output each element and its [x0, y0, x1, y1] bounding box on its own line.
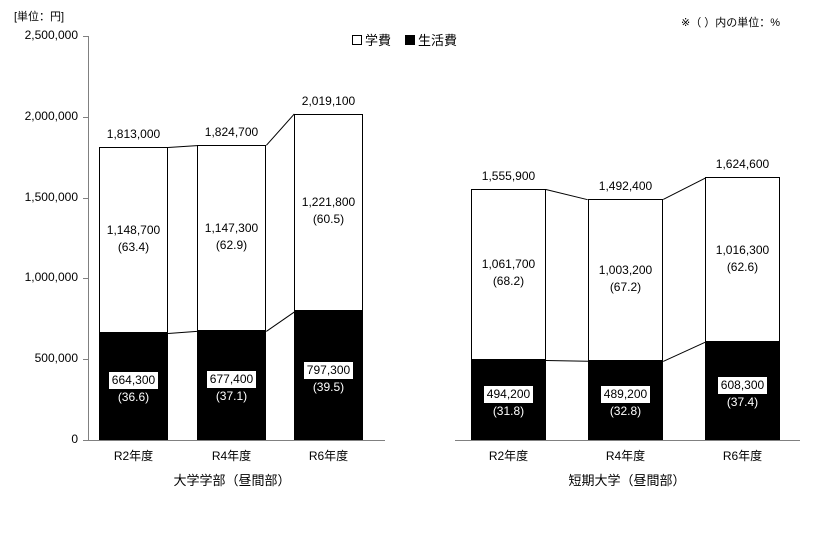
bar-label-living-percent: (37.4): [726, 394, 759, 409]
bar-label-living-percent: (39.5): [312, 379, 345, 394]
bar-label-tuition-percent: (67.2): [609, 279, 642, 294]
bar-label-living: 677,400(37.1): [177, 371, 287, 405]
x-axis-category-label: R2年度: [113, 449, 154, 463]
bar-label-tuition: 1,061,700 (68.2): [454, 256, 564, 290]
bar-label-tuition-percent: (63.4): [117, 239, 150, 254]
legend-swatch-hollow-icon: [352, 34, 362, 45]
bar-label-living: 608,300(37.4): [688, 376, 798, 411]
bar-label-tuition: 1,147,300 (62.9): [177, 220, 287, 254]
x-axis-line-left: [88, 440, 385, 441]
connector-line-boundary: [663, 341, 706, 362]
bar-label-tuition-value: 1,221,800: [301, 195, 356, 210]
y-axis-tick: [83, 359, 88, 361]
bar-label-living: 664,300(36.6): [79, 372, 189, 406]
bar-label-tuition-value: 1,003,200: [598, 262, 653, 277]
legend-label-tuition: 学費: [365, 33, 392, 48]
chart-panel-title: 短期大学（昼間部）: [568, 473, 686, 488]
y-axis-tick: [83, 197, 88, 199]
bar-segment-living[interactable]: [588, 360, 663, 440]
connector-line-boundary: [266, 311, 295, 332]
bar-label-tuition-value: 1,147,300: [204, 220, 259, 235]
bar-label-tuition-value: 1,148,700: [106, 222, 161, 237]
connector-line-boundary: [168, 330, 198, 334]
bar-total-label: 2,019,100: [301, 93, 356, 108]
bar-total-label: 1,492,400: [598, 178, 653, 193]
bar-label-tuition-percent: (60.5): [312, 212, 345, 227]
y-axis-tick: [83, 278, 88, 280]
x-axis-category-label: R4年度: [211, 449, 252, 463]
bar-label-living-value: 664,300: [108, 372, 159, 390]
y-axis-tick-label: 1,000,000: [24, 270, 78, 285]
percent-unit-note: ※（ ）内の単位：%: [681, 17, 781, 29]
bar-label-tuition-percent: (68.2): [492, 274, 525, 289]
bar-label-living: 489,200(32.8): [571, 386, 681, 420]
bar-label-tuition-value: 1,061,700: [481, 257, 536, 272]
bar-label-tuition: 1,003,200 (67.2): [571, 262, 681, 296]
y-axis-tick-label: 2,500,000: [24, 28, 78, 42]
bar-label-tuition-value: 1,016,300: [715, 242, 770, 257]
bar-label-tuition: 1,148,700 (63.4): [79, 222, 189, 256]
bar-label-tuition-percent: (62.9): [215, 237, 248, 252]
x-axis-category-label: R4年度: [605, 449, 646, 463]
x-axis-category-label: R6年度: [722, 449, 763, 463]
connector-line-boundary: [545, 360, 588, 362]
bar-label-living-percent: (37.1): [215, 389, 248, 404]
bar-segment-tuition[interactable]: [99, 147, 168, 333]
bar-total-label: 1,824,700: [204, 125, 259, 140]
chart-panel-title: 大学学部（昼間部）: [173, 473, 291, 488]
bar-segment-tuition[interactable]: [705, 177, 780, 342]
x-axis-category-label: R6年度: [308, 449, 349, 463]
legend-swatch-filled-icon: [405, 34, 416, 45]
bar-label-living-value: 608,300: [717, 376, 768, 394]
y-axis-tick-label: 500,000: [34, 351, 78, 366]
x-axis-line-right: [455, 440, 800, 441]
y-axis-tick: [83, 116, 88, 118]
bar-label-living-value: 677,400: [206, 371, 257, 389]
bar-total-label: 1,624,600: [715, 157, 770, 172]
legend-item-tuition: 学費: [352, 30, 391, 49]
y-axis-tick-label: 2,000,000: [24, 108, 78, 123]
bar-segment-tuition[interactable]: [294, 113, 363, 312]
y-axis-tick-label: 1,500,000: [24, 189, 78, 204]
y-axis-tick: [83, 440, 88, 441]
unit-label: [単位：円]: [14, 11, 65, 23]
bar-segment-tuition[interactable]: [197, 145, 266, 331]
legend-label-living: 生活費: [418, 33, 458, 48]
bar-segment-tuition[interactable]: [471, 188, 546, 361]
bar-label-living-percent: (32.8): [609, 404, 642, 419]
bar-label-tuition: 1,221,800 (60.5): [274, 194, 384, 228]
bar-label-tuition-percent: (62.6): [726, 259, 759, 274]
bar-label-living-percent: (36.6): [117, 390, 150, 405]
bar-segment-tuition[interactable]: [588, 198, 663, 361]
bar-total-label: 1,813,000: [106, 127, 161, 142]
y-axis-line: [88, 36, 89, 440]
legend-item-living: 生活費: [405, 30, 457, 49]
y-axis-tick: [83, 36, 88, 37]
bar-label-tuition: 1,016,300 (62.6): [688, 242, 798, 276]
bar-label-living: 494,200(31.8): [454, 386, 564, 420]
y-axis-tick-label: 0: [71, 432, 78, 446]
bar-total-label: 1,555,900: [481, 168, 536, 183]
chart-legend: 学費 生活費: [352, 30, 457, 49]
bar-label-living-value: 489,200: [600, 386, 651, 404]
bar-label-living-value: 494,200: [483, 386, 534, 404]
bar-label-living: 797,300(39.5): [274, 361, 384, 396]
x-axis-category-label: R2年度: [488, 449, 529, 463]
connector-line-total: [168, 145, 198, 149]
bar-label-living-percent: (31.8): [492, 404, 525, 419]
bar-label-living-value: 797,300: [303, 361, 354, 379]
